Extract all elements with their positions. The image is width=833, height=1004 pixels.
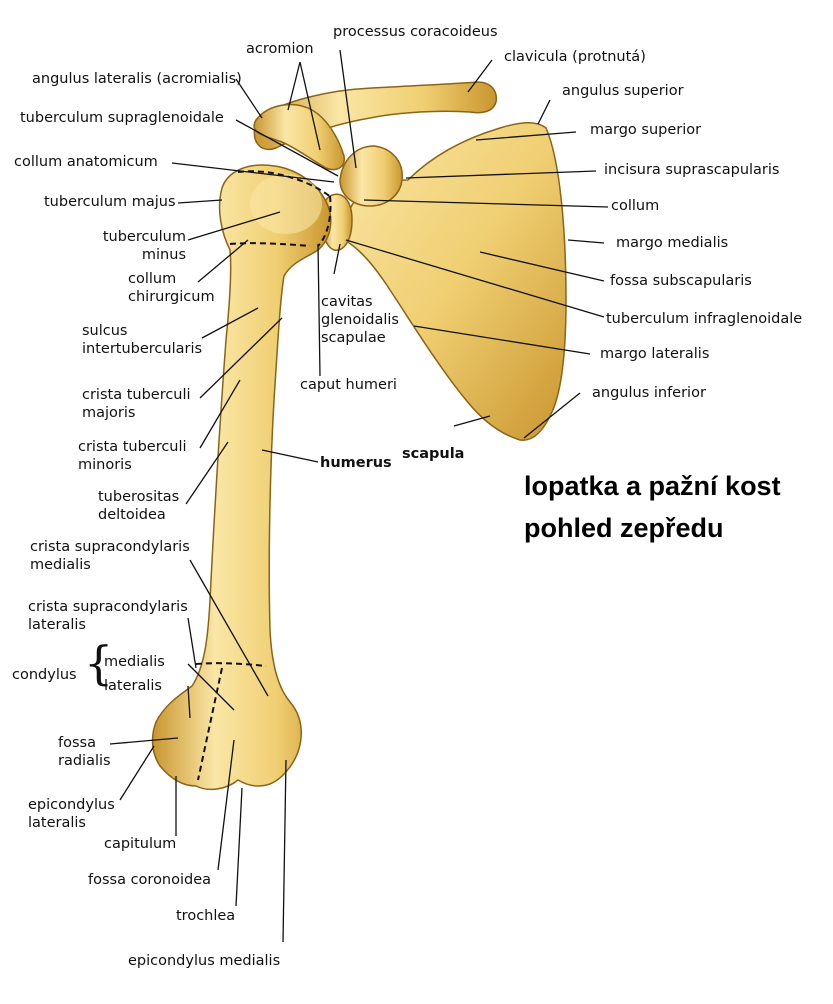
label-tuberositas-line2: deltoidea [98,507,166,523]
label-collum: collum [611,198,660,214]
label-crista-supracondylaris-medialis: crista supracondylaris medialis [30,538,190,574]
label-tuberculum-supraglenoidale: tuberculum supraglenoidale [20,110,224,126]
label-condylus-medialis: medialis [104,654,165,670]
label-crista-tuberculi-minoris: crista tuberculi minoris [78,438,187,474]
label-margo-superior: margo superior [590,122,702,138]
label-caput-humeri: caput humeri [300,377,397,393]
label-epicondylus-lateralis-line1: epicondylus [28,797,115,813]
condylus-brace-icon: { [84,636,114,690]
label-cavitas-line1: cavitas [321,294,373,310]
label-angulus-inferior: angulus inferior [592,385,706,401]
label-acromion: acromion [246,41,314,57]
figure-title-line1: lopatka a pažní kost [524,471,781,501]
label-collum-anatomicum: collum anatomicum [14,154,158,170]
label-tuberculum-majus: tuberculum majus [44,194,176,210]
label-tuberositas-deltoidea: tuberositas deltoidea [98,488,179,524]
label-tuberculum-minus-line2: minus [141,247,186,263]
figure-title-line2: pohled zepředu [524,513,724,543]
label-condylus: condylus [12,667,77,683]
label-sulcus-line1: sulcus [82,323,128,339]
label-margo-lateralis: margo lateralis [600,346,710,362]
label-clavicula: clavicula (protnutá) [504,49,646,65]
label-tuberculum-minus-line1: tuberculum [102,229,186,245]
label-epicondylus-medialis: epicondylus medialis [128,953,281,969]
coracoid-bone [339,145,403,207]
label-crista-majoris-line2: majoris [82,405,136,421]
label-epicondylus-lateralis-line2: lateralis [28,815,86,831]
label-incisura-suprascapularis: incisura suprascapularis [604,162,780,178]
label-crista-supra-medialis-line1: crista supracondylaris [30,539,190,555]
label-trochlea: trochlea [176,908,236,924]
humerus-bone [151,164,332,791]
label-crista-supra-lateralis-line1: crista supracondylaris [28,599,188,615]
label-crista-supra-medialis-line2: medialis [30,557,91,573]
label-crista-minoris-line1: crista tuberculi [78,439,187,455]
label-cavitas-line2: glenoidalis [321,312,399,328]
label-crista-majoris-line1: crista tuberculi [82,387,191,403]
label-scapula: scapula [402,446,465,462]
label-fossa-radialis: fossa radialis [58,734,111,770]
caput-humeri-shape [250,174,322,234]
label-fossa-subscapularis: fossa subscapularis [610,273,752,289]
label-margo-medialis: margo medialis [616,235,729,251]
label-fossa-radialis-line2: radialis [58,753,111,769]
label-epicondylus-lateralis: epicondylus lateralis [28,796,115,832]
label-cavitas-line3: scapulae [321,330,386,346]
label-collum-chirurgicum-line1: collum [128,271,177,287]
label-sulcus-line2: intertubercularis [82,341,203,357]
label-crista-tuberculi-majoris: crista tuberculi majoris [82,386,191,422]
label-capitulum: capitulum [104,836,177,852]
label-fossa-radialis-line1: fossa [58,735,96,751]
label-crista-supracondylaris-lateralis: crista supracondylaris lateralis [28,598,188,634]
label-angulus-superior: angulus superior [562,83,684,99]
leader-lines [109,49,609,943]
label-angulus-lateralis: angulus lateralis (acromialis) [32,71,242,87]
label-condylus-lateralis: lateralis [104,678,162,694]
label-tuberculum-minus: tuberculum minus [88,228,186,264]
label-processus-coracoideus: processus coracoideus [333,24,498,40]
label-collum-chirurgicum: collum chirurgicum [128,270,215,306]
label-cavitas-glenoidalis: cavitas glenoidalis scapulae [321,293,399,347]
label-collum-chirurgicum-line2: chirurgicum [128,289,215,305]
acromion-bone [253,103,345,171]
label-crista-minoris-line2: minoris [78,457,132,473]
label-tuberositas-line1: tuberositas [98,489,180,505]
label-fossa-coronoidea: fossa coronoidea [88,872,212,888]
label-crista-supra-lateralis-line2: lateralis [28,617,86,633]
label-sulcus-intertubercularis: sulcus intertubercularis [82,322,202,358]
label-humerus: humerus [320,455,392,471]
label-tuberculum-infraglenoidale: tuberculum infraglenoidale [606,311,803,327]
